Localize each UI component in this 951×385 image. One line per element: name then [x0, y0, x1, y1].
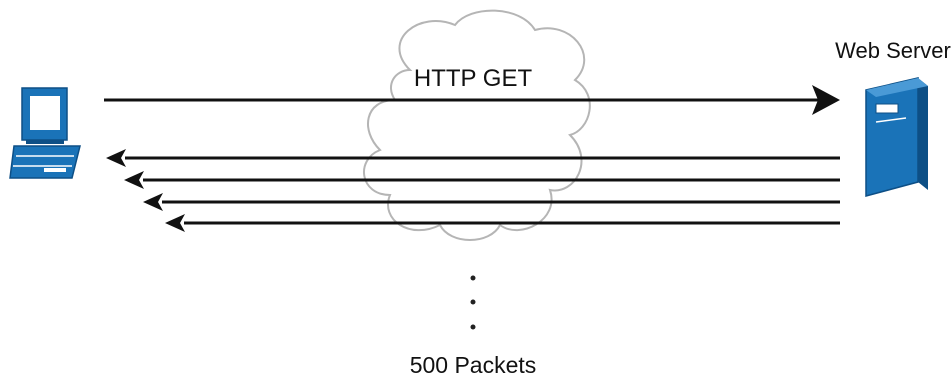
network-cloud-icon — [363, 9, 591, 241]
server-label: Web Server — [835, 38, 951, 63]
desktop-computer-icon — [9, 87, 81, 179]
response-arrow — [143, 193, 840, 211]
response-arrow — [165, 214, 840, 232]
server-tower-icon — [865, 77, 928, 197]
response-arrow — [124, 171, 840, 189]
continuation-dots — [470, 275, 476, 330]
responses-label: 500 Packets — [410, 352, 537, 378]
http-get-arrow — [104, 85, 840, 115]
request-label: HTTP GET — [414, 65, 533, 92]
response-arrow — [106, 149, 840, 167]
